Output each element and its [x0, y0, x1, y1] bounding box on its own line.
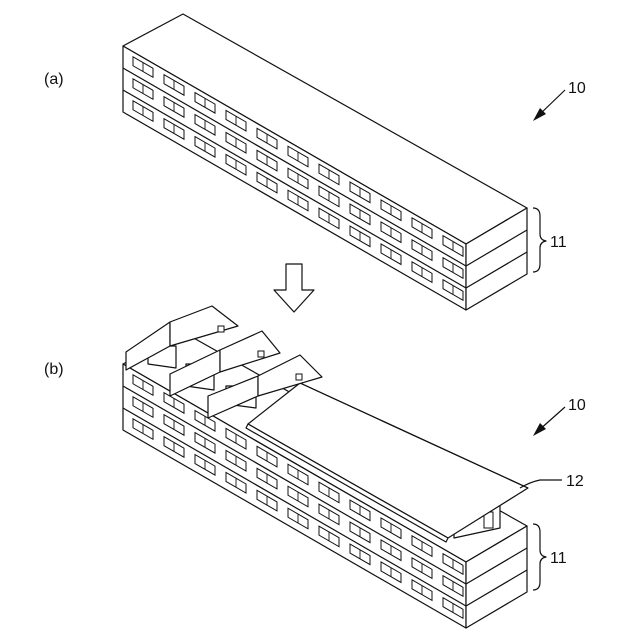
ref-roof: 12 — [566, 473, 584, 490]
transform-arrow-icon — [274, 264, 314, 312]
ref-building-b: 10 — [568, 397, 586, 414]
ref-arrow-building-a — [533, 90, 565, 121]
ref-building-a: 10 — [568, 80, 586, 97]
ref-floors-a: 11 — [550, 234, 567, 251]
ref-arrow-building-b — [533, 407, 565, 436]
floors-bracket-b — [533, 524, 546, 590]
floors-bracket-a — [533, 208, 546, 272]
panel-b-building-with-roofs — [123, 306, 528, 628]
ref-floors-b: 11 — [550, 550, 567, 567]
panel-a-plain-building — [123, 14, 527, 310]
panel-a-label: (a) — [44, 71, 64, 88]
panel-b-label: (b) — [44, 361, 64, 378]
